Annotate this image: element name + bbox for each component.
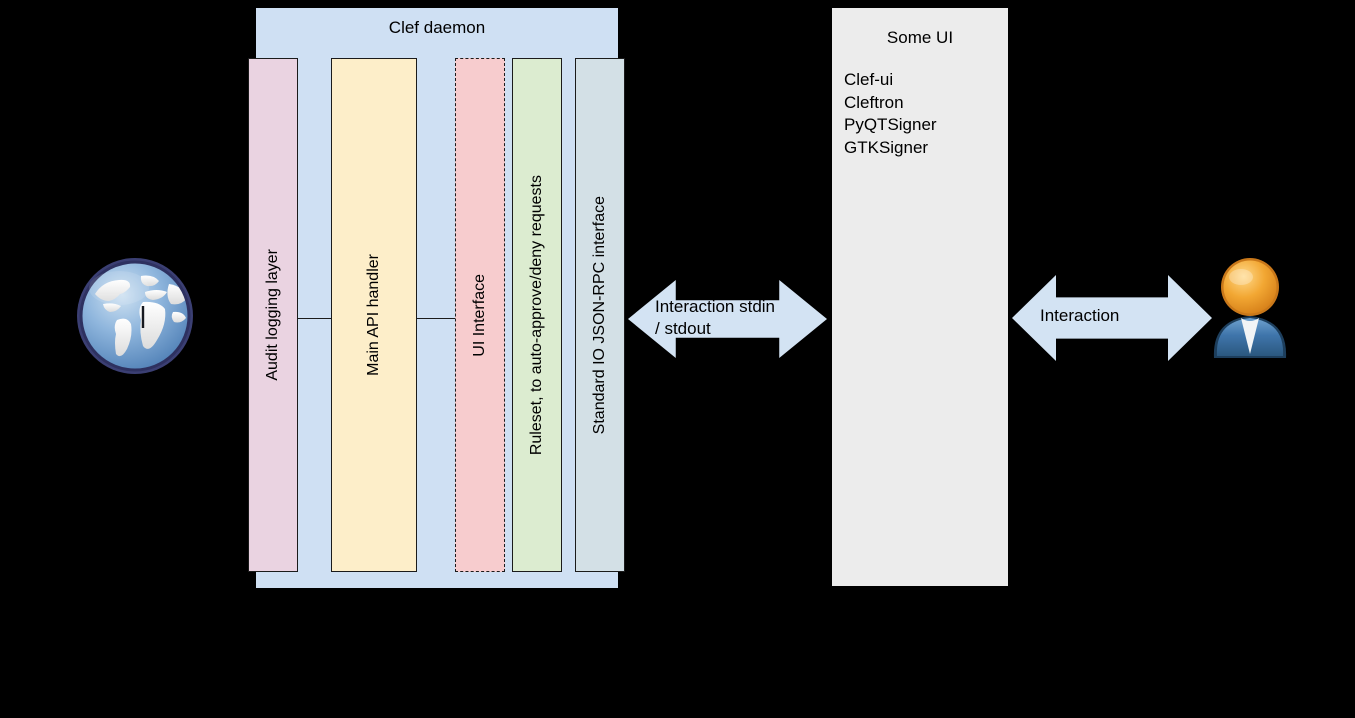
user-avatar-icon: [1204, 254, 1296, 359]
list-item: PyQTSigner: [844, 115, 937, 134]
some-ui-panel: Some UI Clef-ui Cleftron PyQTSigner GTKS…: [832, 8, 1008, 586]
component-label: Audit logging layer: [264, 249, 281, 381]
component-label: Ruleset, to auto-approve/deny requests: [528, 174, 545, 456]
connector-line-api-ui: [416, 318, 456, 319]
arrow-daemon-to-ui-label: Interaction stdin / stdout: [655, 297, 776, 338]
component-ruleset[interactable]: Ruleset, to auto-approve/deny requests: [512, 58, 562, 572]
some-ui-title: Some UI: [886, 28, 954, 47]
component-audit-logging-layer[interactable]: Audit logging layer: [248, 58, 298, 572]
list-item: Cleftron: [844, 92, 904, 112]
component-ui-interface[interactable]: UI Interface: [455, 58, 505, 572]
component-label: Standard IO JSON-RPC interface: [591, 195, 608, 435]
list-item: Clef-ui: [844, 70, 894, 89]
component-main-api-handler[interactable]: Main API handler: [331, 58, 417, 572]
clef-daemon-title: Clef daemon: [388, 18, 486, 37]
arrow-ui-to-user-label: Interaction: [1040, 306, 1120, 325]
clef-daemon-container: [256, 8, 618, 588]
component-label: UI Interface: [471, 273, 488, 357]
component-standard-io-jsonrpc-interface[interactable]: Standard IO JSON-RPC interface: [575, 58, 625, 572]
component-label: Main API handler: [365, 254, 382, 376]
list-item: GTKSigner: [844, 137, 929, 157]
connector-line-audit-api: [297, 318, 332, 319]
globe-icon: [73, 254, 197, 378]
some-ui-implementation-list: Clef-ui Cleftron PyQTSigner GTKSigner: [844, 69, 937, 159]
